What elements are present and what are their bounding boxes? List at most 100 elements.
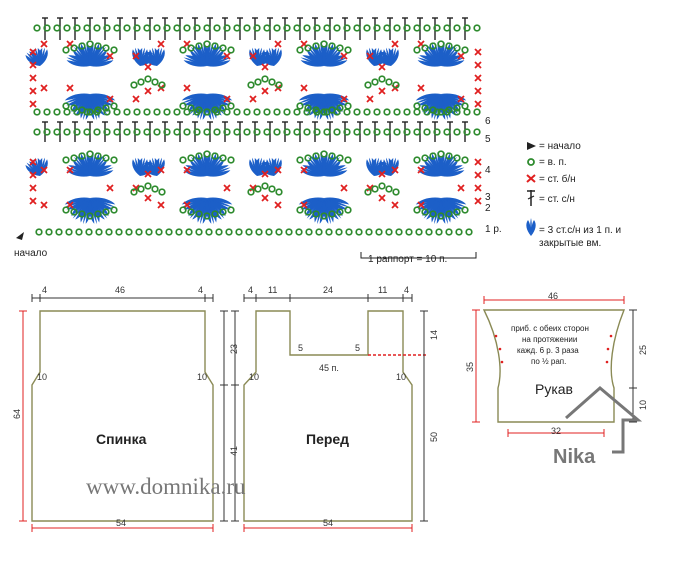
legend-arrow-icon bbox=[527, 142, 536, 150]
chain-stitch-icon bbox=[433, 128, 441, 136]
chain-stitch-icon bbox=[70, 44, 78, 52]
single-crochet-icon bbox=[29, 197, 37, 205]
chain-stitch-icon bbox=[413, 46, 421, 54]
chain-stitch-icon bbox=[393, 128, 401, 136]
single-crochet-icon bbox=[474, 48, 482, 56]
back-right-upper-dim: 23 bbox=[229, 344, 239, 354]
chain-stitch-icon bbox=[85, 228, 93, 236]
chain-stitch-icon bbox=[313, 108, 321, 116]
chain-stitch-icon bbox=[413, 108, 421, 116]
single-crochet-icon bbox=[366, 95, 374, 103]
back-right-lower-dim: 41 bbox=[229, 446, 239, 456]
cluster-stitch-icon bbox=[64, 93, 90, 106]
chain-stitch-icon bbox=[437, 212, 445, 220]
chain-stitch-icon bbox=[461, 156, 469, 164]
single-crochet-icon bbox=[40, 40, 48, 48]
single-crochet-icon bbox=[132, 52, 140, 60]
chain-stitch-icon bbox=[275, 81, 283, 89]
chain-stitch-icon bbox=[304, 208, 312, 216]
chain-stitch-icon bbox=[392, 188, 400, 196]
chain-stitch-icon bbox=[261, 182, 269, 190]
cluster-stitch-icon bbox=[415, 93, 441, 106]
chain-stitch-icon bbox=[94, 42, 102, 50]
single-crochet-icon bbox=[183, 84, 191, 92]
chain-stitch-icon bbox=[110, 46, 118, 54]
chain-stitch-icon bbox=[213, 128, 221, 136]
chain-stitch-icon bbox=[102, 44, 110, 52]
legend-chain-text: = в. п. bbox=[539, 157, 567, 168]
chain-stitch-icon bbox=[461, 206, 469, 214]
start-arrow-icon bbox=[16, 232, 24, 240]
back-bottom-dim: 54 bbox=[116, 518, 126, 528]
chain-stitch-icon bbox=[344, 46, 352, 54]
cluster-stitch-icon bbox=[389, 157, 399, 176]
cluster-stitch-icon bbox=[324, 165, 348, 177]
chain-stitch-icon bbox=[78, 210, 86, 218]
cluster-stitch-icon bbox=[38, 47, 48, 66]
chain-stitch-icon bbox=[123, 108, 131, 116]
chain-stitch-icon bbox=[273, 128, 281, 136]
chain-stitch-icon bbox=[243, 108, 251, 116]
sleeve-bottom-dim: 32 bbox=[551, 426, 561, 436]
chain-stitch-icon bbox=[383, 128, 391, 136]
chain-stitch-icon bbox=[285, 228, 293, 236]
chain-stitch-icon bbox=[173, 24, 181, 32]
chain-stitch-icon bbox=[227, 156, 235, 164]
chain-stitch-icon bbox=[445, 152, 453, 160]
chain-stitch-icon bbox=[303, 128, 311, 136]
single-crochet-icon bbox=[261, 63, 269, 71]
chain-stitch-icon bbox=[113, 128, 121, 136]
chain-stitch-icon bbox=[364, 81, 372, 89]
cluster-stitch-icon bbox=[181, 93, 207, 106]
chain-stitch-icon bbox=[371, 78, 379, 86]
chain-stitch-icon bbox=[304, 104, 312, 112]
chain-stitch-icon bbox=[203, 212, 211, 220]
chain-stitch-icon bbox=[336, 208, 344, 216]
single-crochet-icon bbox=[29, 184, 37, 192]
chain-stitch-icon bbox=[445, 228, 453, 236]
chain-stitch-icon bbox=[93, 128, 101, 136]
chain-stitch-icon bbox=[45, 228, 53, 236]
chain-stitch-icon bbox=[373, 108, 381, 116]
chain-stitch-icon bbox=[215, 228, 223, 236]
single-crochet-icon bbox=[417, 84, 425, 92]
chain-stitch-icon bbox=[145, 228, 153, 236]
single-crochet-icon bbox=[249, 95, 257, 103]
chain-stitch-icon bbox=[73, 128, 81, 136]
chain-stitch-icon bbox=[273, 108, 281, 116]
single-crochet-icon bbox=[378, 63, 386, 71]
chain-stitch-icon bbox=[304, 44, 312, 52]
chain-stitch-icon bbox=[363, 108, 371, 116]
chain-stitch-icon bbox=[143, 108, 151, 116]
chain-stitch-icon bbox=[303, 108, 311, 116]
chain-stitch-icon bbox=[227, 46, 235, 54]
chain-stitch-icon bbox=[328, 152, 336, 160]
front-neck-right-dim: 5 bbox=[355, 343, 360, 353]
chain-stitch-icon bbox=[403, 108, 411, 116]
chain-stitch-icon bbox=[43, 108, 51, 116]
sleeve-note-3: кажд. 6 р. 3 раза bbox=[517, 346, 579, 355]
chain-stitch-icon bbox=[253, 24, 261, 32]
chain-stitch-icon bbox=[179, 206, 187, 214]
chain-stitch-icon bbox=[63, 24, 71, 32]
chain-stitch-icon bbox=[195, 210, 203, 218]
single-crochet-icon bbox=[249, 52, 257, 60]
chain-stitch-icon bbox=[296, 156, 304, 164]
front-neck-stitches: 45 п. bbox=[319, 363, 339, 373]
chain-stitch-icon bbox=[115, 228, 123, 236]
chain-stitch-icon bbox=[473, 108, 481, 116]
chain-stitch-icon bbox=[275, 228, 283, 236]
chain-stitch-icon bbox=[320, 150, 328, 158]
chain-stitch-icon bbox=[378, 75, 386, 83]
chain-stitch-icon bbox=[353, 108, 361, 116]
back-top-dim-right: 4 bbox=[198, 285, 203, 295]
back-height-dim: 64 bbox=[12, 409, 22, 419]
stitch-chart bbox=[25, 17, 482, 236]
chain-stitch-icon bbox=[153, 108, 161, 116]
cluster-stitch-icon bbox=[298, 93, 324, 106]
chain-stitch-icon bbox=[429, 42, 437, 50]
chain-stitch-icon bbox=[393, 108, 401, 116]
chain-stitch-icon bbox=[463, 128, 471, 136]
chain-stitch-icon bbox=[437, 150, 445, 158]
chain-stitch-icon bbox=[195, 42, 203, 50]
